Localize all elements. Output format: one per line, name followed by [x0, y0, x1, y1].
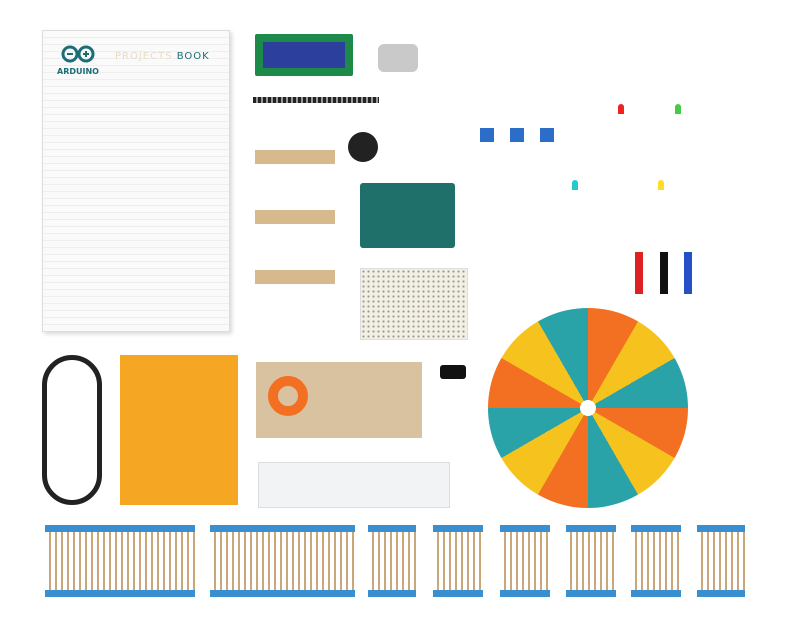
- pin-header: [253, 97, 379, 103]
- orange-base-panel: [120, 355, 238, 505]
- color-wheel-cardboard: [488, 308, 688, 508]
- book-title-faded: PROJECTS: [115, 51, 173, 62]
- yellow-leds: [658, 180, 664, 190]
- resistor-pack: [433, 525, 483, 597]
- book-brand: ARDUINO: [57, 67, 99, 76]
- breadboard: [360, 268, 468, 340]
- resistor-pack: [210, 525, 355, 597]
- cardboard-panel: [256, 362, 422, 438]
- usb-cable: [42, 355, 102, 505]
- led-strip-card: [258, 462, 450, 508]
- resistor-pack: [631, 525, 681, 597]
- red-wire: [635, 252, 643, 294]
- blue-wire: [684, 252, 692, 294]
- arduino-uno-board: [360, 183, 455, 248]
- black-wire: [660, 252, 668, 294]
- battery-snap: [440, 365, 466, 379]
- diode-pack: [697, 525, 745, 597]
- blue-leds: [572, 180, 578, 190]
- dc-motor: [378, 44, 418, 72]
- capacitors-strip: [255, 150, 335, 164]
- lcd-display: [255, 34, 353, 76]
- book-title-text: BOOK: [176, 51, 210, 62]
- resistor-pack: [368, 525, 416, 597]
- red-leds: [618, 104, 624, 114]
- green-leds: [675, 104, 681, 114]
- projects-book: ARDUINO PROJECTS BOOK: [42, 30, 230, 332]
- resistor-pack: [500, 525, 550, 597]
- arduino-logo-icon: [61, 45, 95, 63]
- ceramic-caps-strip: [255, 270, 335, 284]
- potentiometers: [480, 128, 554, 142]
- resistor-pack: [45, 525, 195, 597]
- transistors-strip: [255, 210, 335, 224]
- resistor-pack: [566, 525, 616, 597]
- piezo-buzzer: [348, 132, 378, 162]
- book-title: PROJECTS BOOK: [115, 51, 210, 62]
